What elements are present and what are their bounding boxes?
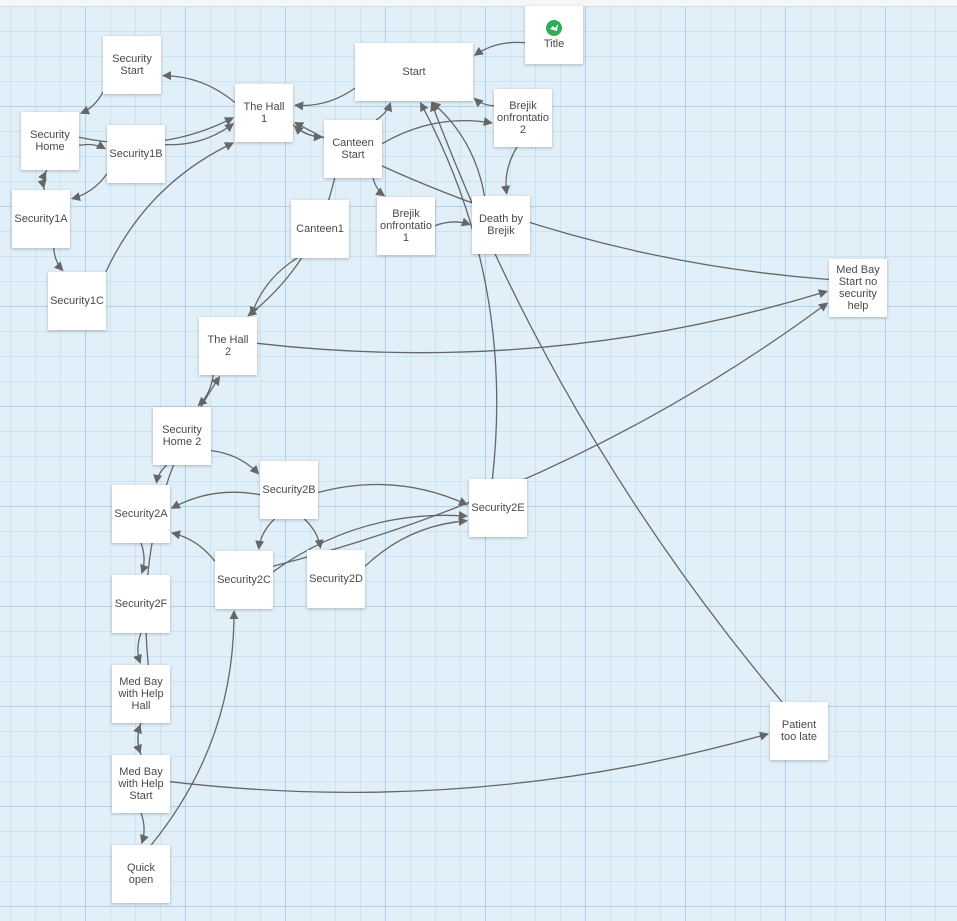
node-security-home[interactable]: Security Home (21, 112, 79, 170)
node-security-home-2[interactable]: Security Home 2 (153, 407, 211, 465)
node-label: Security Home 2 (162, 424, 202, 448)
node-death-by-brejik[interactable]: Death by Brejik (472, 196, 530, 254)
edge-title-to-start (473, 41, 526, 56)
node-label: Security2E (471, 502, 525, 514)
edge-canteen-start-to-the-hall-1 (293, 125, 325, 138)
node-label: Security Home (30, 129, 70, 153)
edge-security2b-to-security2c (255, 518, 275, 550)
edge-canteen-start-to-start (375, 102, 393, 121)
node-the-hall-2[interactable]: The Hall 2 (199, 317, 257, 375)
edge-security2c-to-security2a (171, 530, 216, 562)
node-label: Title (543, 38, 565, 50)
edge-brejik-2-to-start (473, 97, 495, 108)
edge-canteen-start-to-brejik-2 (381, 117, 493, 145)
node-label: Canteen Start (332, 137, 374, 161)
edge-security-home-to-security1a (37, 169, 48, 189)
node-med-bay-with-help-start[interactable]: Med Bay with Help Start (112, 755, 170, 813)
node-label: Patient too late (780, 719, 818, 743)
node-title[interactable]: Title (525, 6, 583, 64)
node-the-hall-1[interactable]: The Hall 1 (235, 84, 293, 142)
edge-security2b-to-security2a (170, 491, 261, 509)
edge-security2b-to-security2d (303, 518, 324, 549)
edge-security2c-to-med-bay-start-no-security-help (272, 302, 829, 567)
edge-brejik-1-to-death-by-brejik (434, 217, 471, 227)
node-brejik-confrontation-1[interactable]: Brejik onfrontatio 1 (377, 197, 435, 255)
node-label: The Hall 2 (207, 334, 249, 358)
node-label: Brejik onfrontatio 2 (497, 100, 549, 136)
edge-med-bay-with-help-start-to-med-bay-with-help-hall (133, 724, 142, 756)
node-label: Med Bay with Help Hall (118, 676, 164, 712)
edge-security-start-to-security-home (79, 91, 104, 115)
node-label: Security1A (14, 213, 68, 225)
edge-security2b-to-security2e (317, 483, 469, 506)
edge-security1a-to-security-home (38, 170, 47, 191)
node-patient-too-late[interactable]: Patient too late (770, 702, 828, 760)
edge-patient-too-late-to-start (430, 102, 783, 703)
node-label: The Hall 1 (243, 101, 285, 125)
node-security2d[interactable]: Security2D (307, 550, 365, 608)
node-label: Canteen1 (296, 223, 344, 235)
edge-the-hall-2-to-med-bay-start-no-security-help (256, 289, 828, 354)
node-label: Quick open (126, 862, 156, 886)
edge-med-bay-with-help-start-to-quick-open (140, 812, 149, 844)
node-security1a[interactable]: Security1A (12, 190, 70, 248)
edge-security2d-to-security2e (364, 516, 468, 567)
edge-start-to-the-hall-1 (294, 87, 356, 111)
edge-security-home-2-to-security2b (210, 449, 260, 475)
node-label: Med Bay Start no security help (836, 264, 880, 312)
edge-security-home-to-security1b (78, 140, 106, 150)
edge-canteen-start-to-brejik-1 (372, 177, 386, 197)
node-quick-open[interactable]: Quick open (112, 845, 170, 903)
edge-security2c-to-security2e (272, 510, 468, 573)
node-label: Security1B (109, 148, 163, 160)
node-label: Security2D (309, 573, 363, 585)
node-canteen-start[interactable]: Canteen Start (324, 120, 382, 178)
edge-brejik-2-to-death-by-brejik (501, 146, 518, 195)
node-label: Start (402, 66, 426, 78)
edge-security1a-to-security1c (53, 247, 64, 272)
start-flag-icon (546, 20, 562, 36)
node-label: Security Start (112, 53, 152, 77)
edge-med-bay-with-help-hall-to-med-bay-with-help-start (133, 722, 142, 754)
node-security1c[interactable]: Security1C (48, 272, 106, 330)
edge-security2e-to-start (419, 101, 498, 480)
node-security2f[interactable]: Security2F (112, 575, 170, 633)
node-label: Security2A (114, 508, 168, 520)
node-security2b[interactable]: Security2B (260, 461, 318, 519)
node-med-bay-with-help-hall[interactable]: Med Bay with Help Hall (112, 665, 170, 723)
edge-canteen1-to-the-hall-2 (249, 257, 298, 316)
edge-security1b-to-security1a (71, 173, 108, 202)
node-label: Security2C (217, 574, 271, 586)
node-start[interactable]: Start (355, 43, 473, 101)
edge-med-bay-with-help-start-to-patient-too-late (169, 731, 769, 793)
node-security2a[interactable]: Security2A (112, 485, 170, 543)
node-label: Security2F (114, 598, 168, 610)
node-security1b[interactable]: Security1B (107, 125, 165, 183)
edge-security2f-to-med-bay-with-help-hall (133, 632, 142, 664)
node-label: Security2B (262, 484, 316, 496)
edge-security-home-2-to-security2a (153, 464, 168, 484)
node-label: Med Bay with Help Start (118, 766, 164, 802)
node-label: Brejik onfrontatio 1 (380, 208, 432, 244)
node-label: Death by Brejik (478, 213, 524, 237)
edge-the-hall-2-to-security-home-2 (197, 374, 214, 407)
node-brejik-confrontation-2[interactable]: Brejik onfrontatio 2 (494, 89, 552, 147)
node-med-bay-start-no-security-help[interactable]: Med Bay Start no security help (829, 259, 887, 317)
edge-the-hall-1-to-canteen-start (292, 124, 323, 142)
node-security-start[interactable]: Security Start (103, 36, 161, 94)
node-canteen1[interactable]: Canteen1 (291, 200, 349, 258)
node-label: Security1C (50, 295, 104, 307)
edge-security1b-to-the-hall-1 (164, 122, 235, 146)
edge-death-by-brejik-to-start (431, 101, 486, 197)
edge-security2a-to-security2f (140, 542, 149, 574)
edge-the-hall-1-to-security-start (162, 71, 236, 103)
node-security2c[interactable]: Security2C (215, 551, 273, 609)
top-toolbar-strip (0, 0, 957, 7)
node-security2e[interactable]: Security2E (469, 479, 527, 537)
